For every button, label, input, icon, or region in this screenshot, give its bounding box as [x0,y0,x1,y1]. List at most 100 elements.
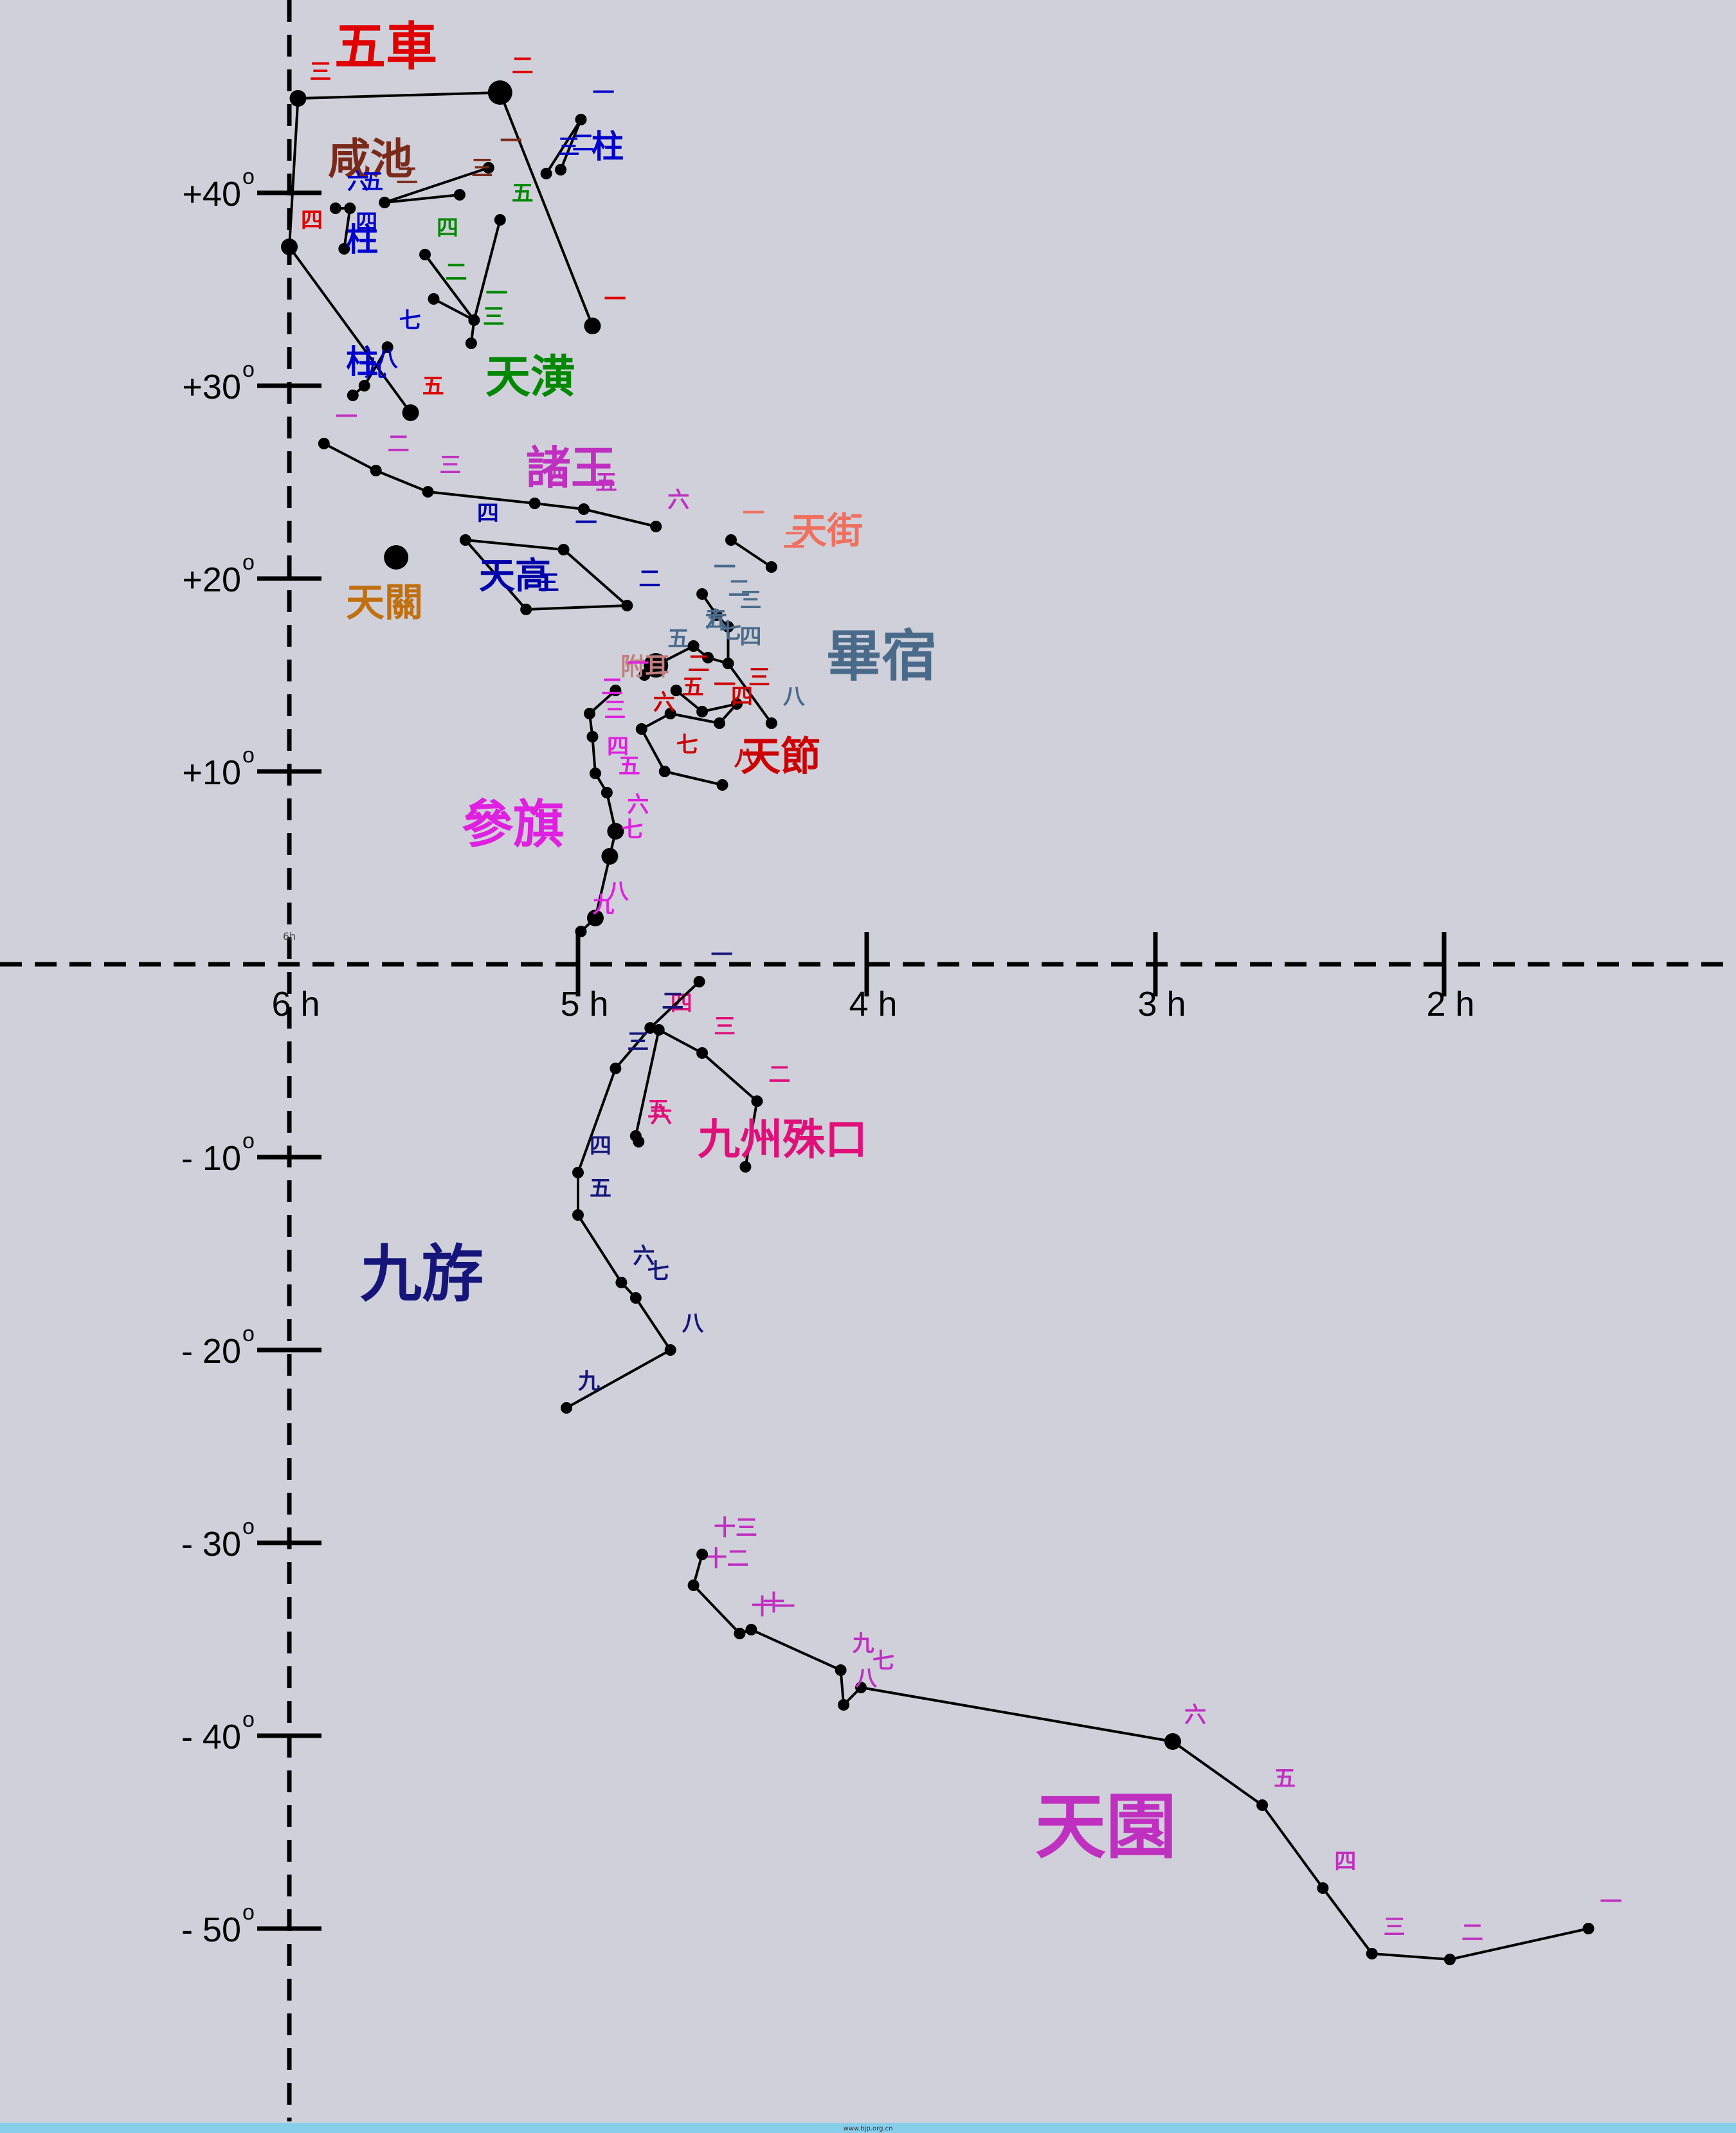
star-label: 三 [627,1029,649,1055]
star-label: 四 [739,624,761,650]
star-label: 八 [734,746,757,771]
constellation-line [614,1027,651,1070]
constellation-line [384,166,489,204]
star-label: 七 [621,817,643,843]
star-label: 一 [711,942,733,968]
star-label: 十 [763,1590,784,1616]
star-label: 一 [485,281,507,307]
star-label: 九 [853,1631,874,1657]
star-label: 十一 [751,1594,795,1620]
star-label: 三 [558,134,580,160]
star [629,1292,642,1304]
constellation-name: 天關 [346,580,423,626]
constellation-line [658,1029,703,1054]
constellation-line [591,736,597,774]
star [379,197,391,208]
star-label: 六 [650,1102,672,1128]
star-label: 七 [647,1259,669,1284]
star-label: 五 [422,374,444,399]
star [329,203,341,214]
star-label: 六 [627,792,649,818]
star-label: 二 [1461,1920,1483,1946]
star [644,653,669,678]
star-label: 三 [440,453,462,478]
degree-symbol: o [242,1129,255,1153]
constellation-line [634,1029,660,1137]
star-label: 三 [739,588,761,613]
constellation-line [577,1214,623,1284]
star [577,503,590,515]
dec-label: +30 [182,368,241,406]
star [575,114,587,125]
star [281,239,298,255]
star [557,544,570,555]
degree-symbol: o [242,550,255,575]
star [739,1161,752,1173]
constellation-line [343,208,352,249]
constellation-name: 天節 [741,733,820,780]
dec-label: - 40 [181,1718,241,1756]
star-label: 三 [1384,1914,1406,1940]
constellation-name: 天園 [1035,1786,1177,1868]
star [633,1136,645,1148]
constellation-line [288,246,412,414]
dec-label: - 10 [181,1139,241,1178]
dec-label: +20 [182,561,241,599]
constellation-line [730,539,772,568]
star-label: 二 [601,674,623,700]
star [710,609,723,621]
star [572,1209,584,1221]
constellation-line [649,980,700,1029]
ra-label: 4 h [849,985,897,1023]
degree-symbol: o [242,1707,255,1732]
star-label: 十二 [705,1546,749,1572]
star [664,708,676,719]
star-label: 二 [768,1062,790,1088]
constellation-name: 參旗 [462,795,565,854]
constellation-name: 天高 [479,555,551,597]
constellation-line [566,1349,671,1409]
constellation-name: 九斿 [360,1238,484,1310]
star-label: 四 [731,684,753,710]
star-label: 二 [512,53,534,79]
constellation-line [635,1297,672,1351]
star [638,669,651,681]
constellation-line [298,91,500,100]
star [318,438,330,449]
degree-symbol: o [242,1515,255,1539]
star-label: 三 [309,59,331,85]
star-label: 一 [592,80,614,106]
ra-label: 2 h [1426,985,1474,1023]
star [650,521,662,532]
star-label: 五 [1274,1766,1296,1792]
star-label: 一 [500,129,522,154]
star-label: 一 [714,555,736,580]
star [702,652,714,663]
footer-bar [0,2123,1736,2133]
constellation-name: 畢宿 [826,624,937,688]
constellation-line [593,856,611,919]
star [670,685,682,696]
star [664,1344,676,1356]
star [765,717,777,729]
constellation-line [464,539,527,611]
star [370,465,382,476]
constellation-line [424,253,475,321]
star-label: 七 [719,618,741,644]
constellation-line [750,1628,842,1671]
constellation-line [1321,1887,1373,1955]
star-label: 四 [547,464,568,490]
star-label: 二 [446,260,467,285]
star-label: 二 [572,130,594,156]
star [693,976,705,987]
degree-symbol: o [242,165,255,189]
star [482,162,494,174]
star [289,90,307,107]
star [835,1664,847,1676]
star-label: 十三 [714,1515,757,1541]
constellation-line [433,298,475,321]
constellation-line [428,491,535,505]
star-label: 三 [538,570,559,596]
star-label: 九 [592,892,614,918]
star-label: 六 [705,607,727,633]
